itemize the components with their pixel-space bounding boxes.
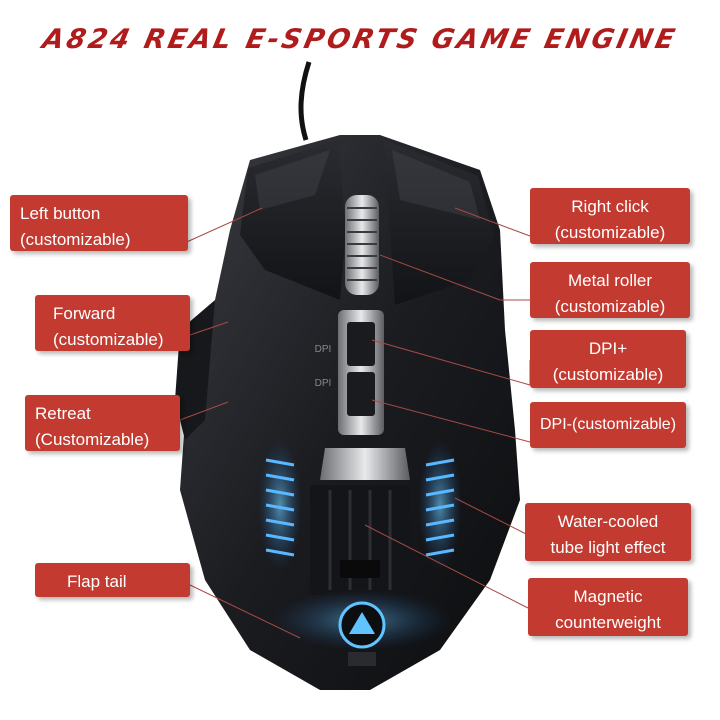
mouse-cable <box>298 61 312 141</box>
callout-water-cooled: Water-cooled tube light effect <box>525 503 691 561</box>
callout-line: (customizable) <box>53 330 164 349</box>
grille-bar <box>320 448 410 480</box>
callout-line: DPI-(customizable) <box>540 416 677 433</box>
counterweight-panel <box>310 485 410 595</box>
callout-line: (Customizable) <box>35 430 150 449</box>
callout-counterweight: Magnetic counterweight <box>528 578 688 636</box>
callout-metal-roller: Metal roller (customizable) <box>530 262 690 318</box>
logo-emblem <box>338 601 386 649</box>
callout-dpi-plus: DPI+ (customizable) <box>530 330 686 388</box>
light-tube-left <box>258 440 302 570</box>
callout-line: DPI+ <box>588 339 628 358</box>
callout-line: (customizable) <box>554 223 666 242</box>
callout-line: Left button <box>20 204 101 223</box>
dpi-down-label: DPI <box>315 378 332 389</box>
callout-line: (customizable) <box>552 365 664 384</box>
callout-line: Water-cooled <box>557 512 659 531</box>
callout-line: Retreat <box>35 404 91 423</box>
callout-right-click: Right click (customizable) <box>530 188 690 244</box>
metal-scroll-wheel <box>345 195 379 295</box>
right-button <box>384 140 494 305</box>
light-tube-right <box>418 440 462 570</box>
callout-line: counterweight <box>555 613 661 632</box>
callout-line: Right click <box>571 197 649 216</box>
callout-line: Flap tail <box>67 572 127 591</box>
callout-line: Magnetic <box>573 587 643 606</box>
callout-line: (customizable) <box>20 230 131 249</box>
callout-line: Forward <box>53 304 116 323</box>
callout-forward: Forward (customizable) <box>35 295 190 351</box>
dpi-button-cluster <box>338 310 384 435</box>
callout-dpi-minus: DPI-(customizable) <box>530 402 686 448</box>
callout-retreat: Retreat (Customizable) <box>25 395 180 451</box>
left-button <box>240 140 346 300</box>
callout-line: tube light effect <box>550 538 666 557</box>
callout-flap-tail: Flap tail <box>35 563 190 597</box>
callout-line: Metal roller <box>567 271 653 290</box>
callout-line: (customizable) <box>554 297 666 316</box>
callout-left-button: Left button (customizable) <box>10 195 188 251</box>
dpi-up-label: DPI <box>315 344 332 355</box>
tail-vent <box>348 652 376 666</box>
